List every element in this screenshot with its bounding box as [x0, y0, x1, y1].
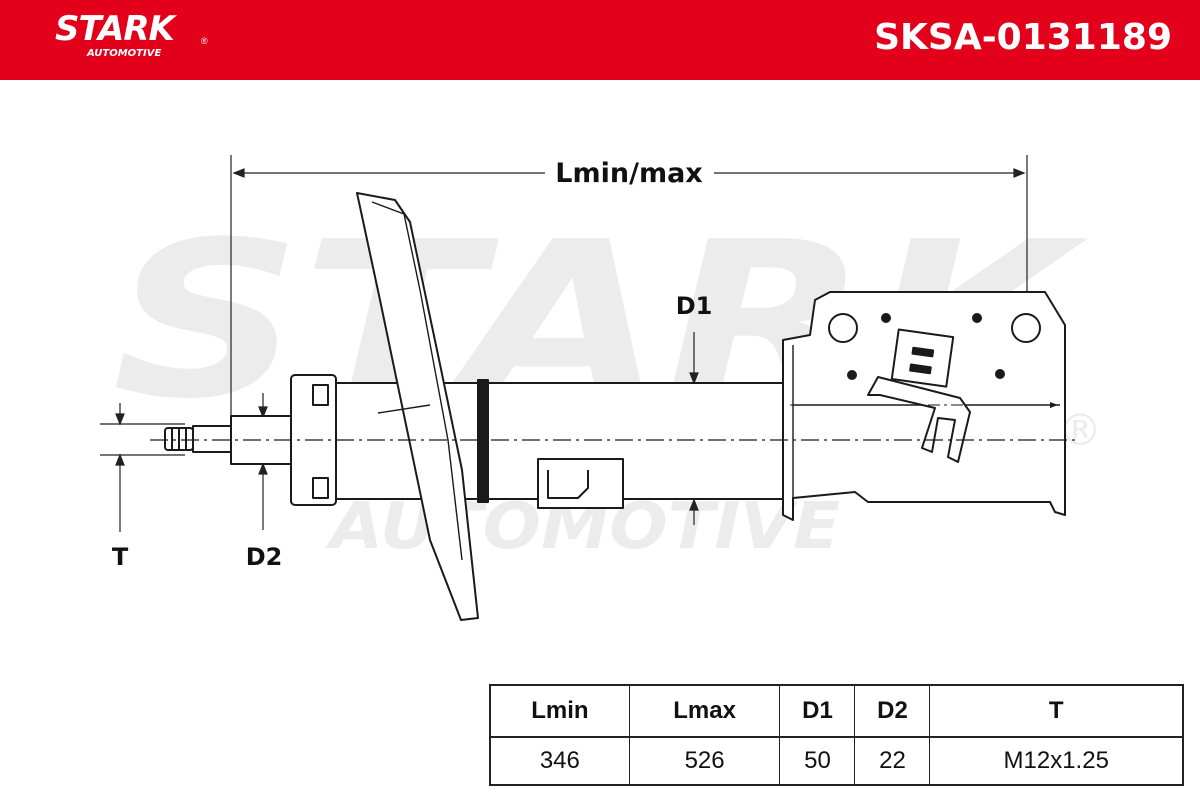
tube-bracket	[537, 458, 624, 509]
shock-absorber	[164, 192, 1066, 621]
spec-value-lmin: 346	[489, 736, 630, 786]
spec-table: Lmin Lmax D1 D2 T 346 526 50 22 M12x1.25	[489, 684, 1184, 786]
t-dimension	[100, 403, 185, 532]
sensor-clip	[890, 328, 955, 388]
spec-value-t: M12x1.25	[929, 736, 1184, 786]
part-number: SKSA-0131189	[874, 17, 1172, 58]
label-d1: D1	[676, 292, 713, 320]
brand-name: STARK	[55, 9, 175, 49]
brand-reg-mark: ®	[201, 36, 208, 46]
hose-clip	[867, 376, 971, 463]
spec-header-lmin: Lmin	[489, 684, 630, 738]
spec-table-value-row: 346 526 50 22 M12x1.25	[489, 736, 1184, 786]
spec-header-lmax: Lmax	[628, 684, 781, 738]
spec-value-d1: 50	[779, 736, 856, 786]
label-d2: D2	[246, 543, 283, 571]
spec-header-d1: D1	[779, 684, 856, 738]
length-dimension	[230, 155, 1028, 440]
bolt-hole-right	[1011, 313, 1041, 343]
bolt-hole-left	[828, 313, 858, 343]
d2-dimension	[258, 393, 268, 530]
spec-table-header-row: Lmin Lmax D1 D2 T	[489, 684, 1184, 738]
spec-value-lmax: 526	[628, 736, 781, 786]
piston-rod	[192, 425, 232, 453]
header-bar: STARK ® AUTOMOTIVE SKSA-0131189	[0, 0, 1200, 80]
label-t: T	[112, 543, 129, 571]
label-length: Lmin/max	[555, 158, 702, 189]
brand-logo: STARK ® AUTOMOTIVE	[55, 9, 208, 60]
d1-dimension	[689, 332, 699, 525]
spec-header-d2: D2	[854, 684, 931, 738]
tube-ring	[477, 379, 489, 503]
spec-header-t: T	[929, 684, 1184, 738]
spec-value-d2: 22	[854, 736, 931, 786]
technical-drawing: STARK AUTOMOTIVE ® Lmin/max D1 D2 T	[100, 155, 1102, 621]
brand-subtitle: AUTOMOTIVE	[87, 48, 162, 59]
